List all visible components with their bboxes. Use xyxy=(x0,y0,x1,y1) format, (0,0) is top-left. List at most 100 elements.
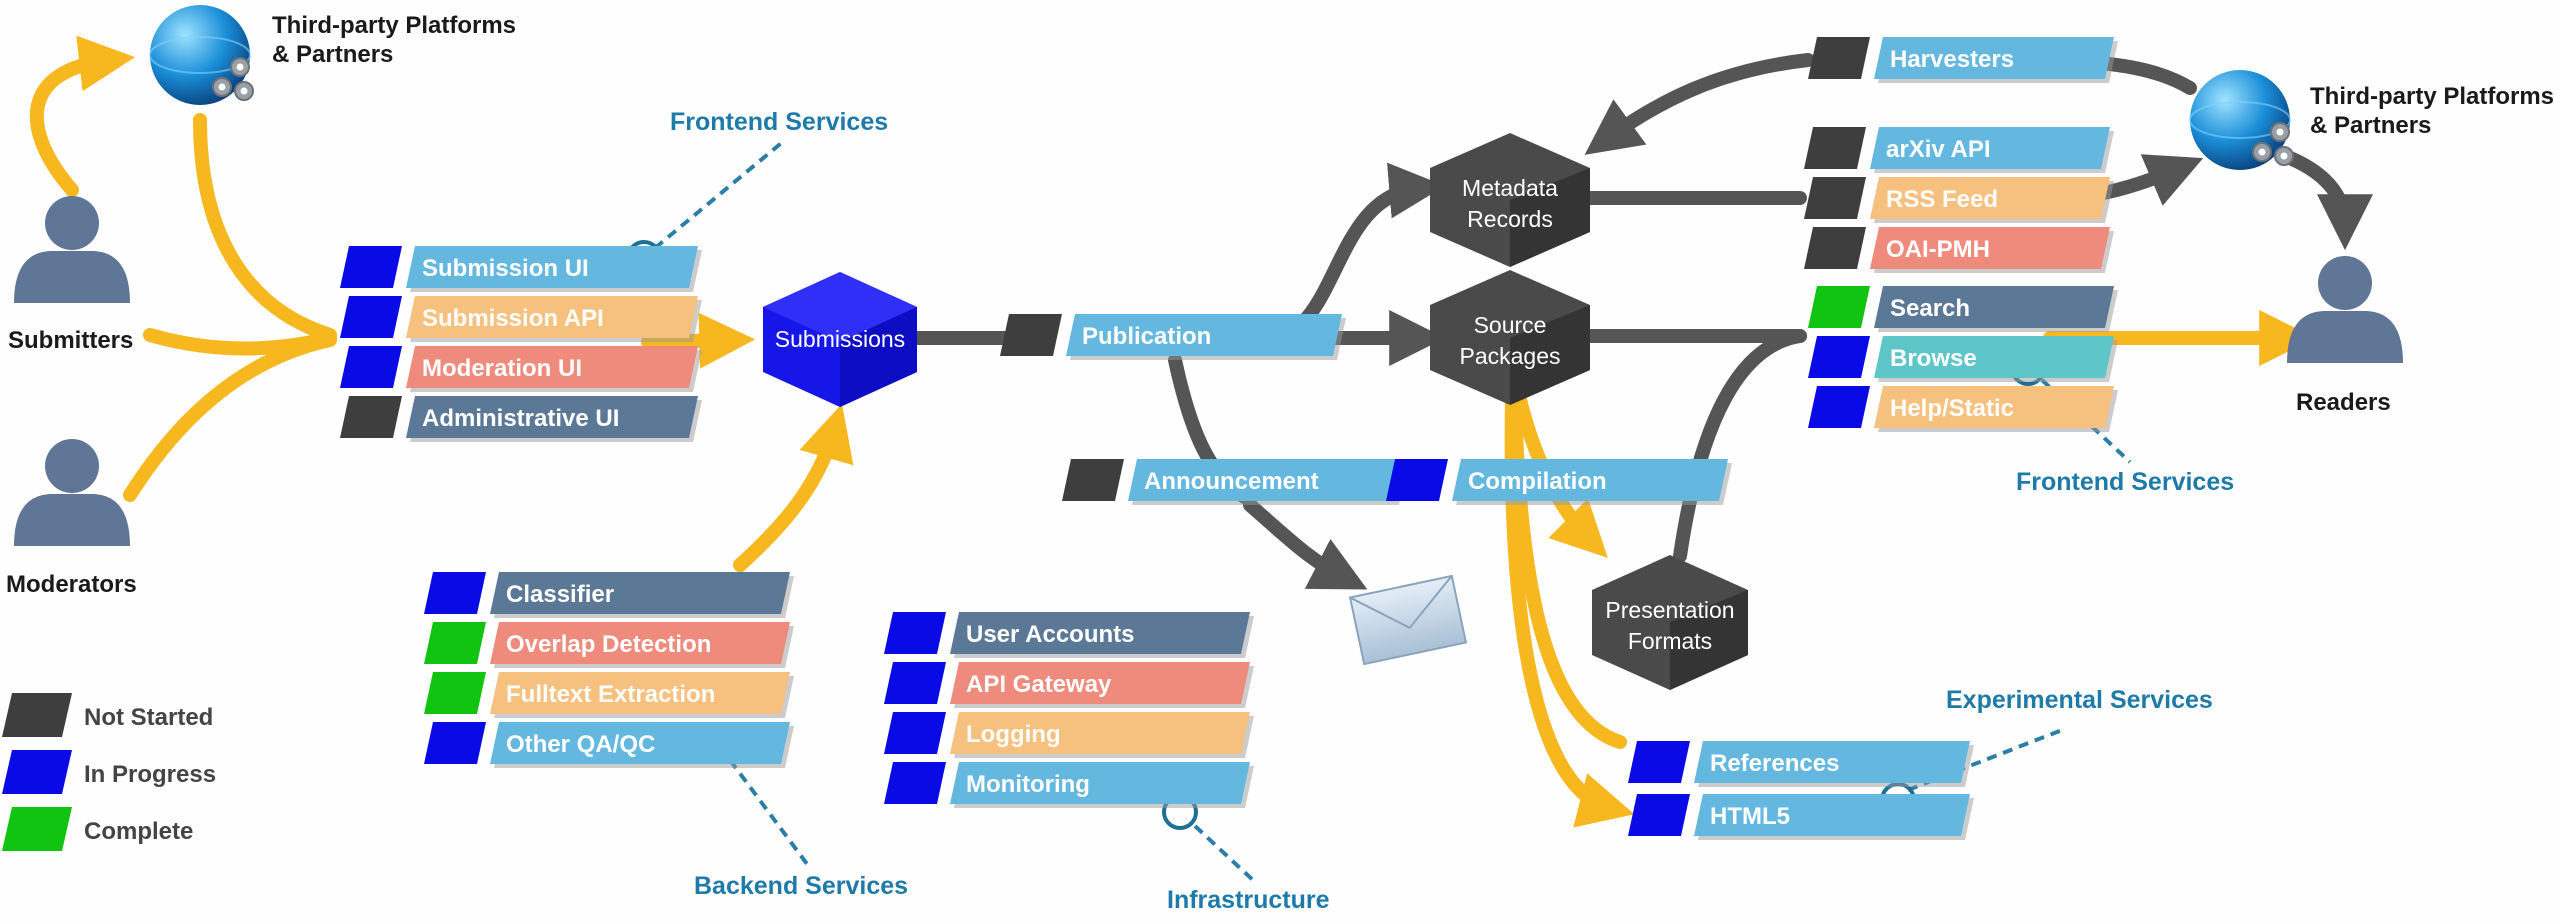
service-label: References xyxy=(1710,750,1839,777)
backend-label: Backend Services xyxy=(694,872,908,900)
service-user-accounts: User Accounts xyxy=(884,612,1254,658)
service-arxiv-api: arXiv API xyxy=(1804,127,2114,173)
service-label: Browse xyxy=(1890,345,1977,372)
service-bar xyxy=(406,346,698,388)
globe-top-icon xyxy=(149,5,254,105)
status-swatch xyxy=(424,672,486,714)
submitter-person-icon xyxy=(14,196,130,303)
service-label: User Accounts xyxy=(966,621,1135,648)
experimental-callout xyxy=(1907,728,2063,792)
infrastructure-label: Infrastructure xyxy=(1167,886,1330,914)
service-rss-feed: RSS Feed xyxy=(1804,177,2114,223)
status-swatch xyxy=(1808,37,1870,79)
third-party-top-line1: Third-party Platforms xyxy=(272,12,516,39)
service-bar xyxy=(950,612,1250,654)
submissions-hub xyxy=(763,272,917,407)
service-bar xyxy=(1128,459,1404,501)
frontend-left-callout xyxy=(653,138,787,250)
service-bar xyxy=(406,246,698,288)
status-swatch xyxy=(1628,794,1690,836)
service-bar xyxy=(490,722,790,764)
service-browse: Browse xyxy=(1808,336,2118,382)
service-label: Fulltext Extraction xyxy=(506,681,715,708)
platforms-to-frontend-arrow xyxy=(193,113,337,342)
presentation-formats-hub xyxy=(1592,555,1748,690)
status-swatch xyxy=(1804,177,1866,219)
service-bar xyxy=(1694,741,1970,783)
announcement-to-email-arrow xyxy=(1243,498,1368,590)
experimental-label: Experimental Services xyxy=(1946,686,2213,714)
status-swatch xyxy=(1386,459,1448,501)
service-label: Announcement xyxy=(1144,468,1319,495)
service-label: Moderation UI xyxy=(422,355,582,382)
service-label: Harvesters xyxy=(1890,46,2014,73)
service-submission-api: Submission API xyxy=(340,296,702,342)
frontend-left-label: Frontend Services xyxy=(670,108,888,136)
harvesters-to-metadata-arrow xyxy=(1584,53,1815,155)
service-bar xyxy=(1870,177,2110,219)
presentation-hub-line2: Formats xyxy=(1628,628,1712,654)
legend xyxy=(2,693,72,851)
service-bar xyxy=(1066,314,1342,356)
submitters-label: Submitters xyxy=(8,327,133,354)
service-admin-ui: Administrative UI xyxy=(340,396,702,442)
service-bar xyxy=(406,396,698,438)
status-swatch xyxy=(340,246,402,288)
source-hub-line2: Packages xyxy=(1459,343,1560,369)
service-compilation: Compilation xyxy=(1386,459,1732,505)
service-bar xyxy=(1870,127,2110,169)
service-label: OAI-PMH xyxy=(1886,236,1990,263)
metadata-hub-line1: Metadata xyxy=(1462,175,1558,201)
legend-complete-label: Complete xyxy=(84,818,193,845)
service-bar xyxy=(950,762,1250,804)
status-swatch xyxy=(424,622,486,664)
reader-person-icon xyxy=(2287,256,2403,363)
service-bar xyxy=(1874,37,2114,79)
status-swatch xyxy=(884,762,946,804)
service-monitoring: Monitoring xyxy=(884,762,1254,808)
status-swatch xyxy=(884,662,946,704)
status-swatch xyxy=(1000,314,1062,356)
service-label: Monitoring xyxy=(966,771,1090,798)
service-label: Submission UI xyxy=(422,255,589,282)
metadata-hub-line2: Records xyxy=(1467,206,1553,232)
third-party-right-line2: & Partners xyxy=(2310,112,2431,139)
globe-right-icon xyxy=(2189,70,2294,170)
service-label: Overlap Detection xyxy=(506,631,711,658)
service-label: Other QA/QC xyxy=(506,731,655,758)
service-label: API Gateway xyxy=(966,671,1112,698)
status-swatch xyxy=(1062,459,1124,501)
status-swatch xyxy=(424,572,486,614)
service-submission-ui: Submission UI xyxy=(340,246,702,292)
status-swatch xyxy=(340,396,402,438)
frontend-right-label: Frontend Services xyxy=(2016,468,2234,496)
moderator-person-icon xyxy=(14,439,130,546)
submitter-to-platforms-arrow xyxy=(29,35,136,197)
service-html5: HTML5 xyxy=(1628,794,1974,840)
service-classifier: Classifier xyxy=(424,572,794,618)
service-bar xyxy=(950,662,1250,704)
service-harvesters: Harvesters xyxy=(1808,37,2118,83)
service-announcement: Announcement xyxy=(1062,459,1408,505)
presentation-hub-line1: Presentation xyxy=(1605,597,1734,623)
service-label: Submission API xyxy=(422,305,604,332)
service-publication: Publication xyxy=(1000,314,1346,360)
service-label: Compilation xyxy=(1468,468,1607,495)
service-label: RSS Feed xyxy=(1886,186,1998,213)
email-envelope-icon xyxy=(1348,574,1468,666)
third-party-right-line1: Third-party Platforms xyxy=(2310,83,2554,110)
legend-not-started-swatch xyxy=(2,693,72,737)
service-bar xyxy=(1452,459,1728,501)
service-help-static: Help/Static xyxy=(1808,386,2118,432)
status-swatch xyxy=(1804,227,1866,269)
service-bar xyxy=(490,572,790,614)
legend-in-progress-swatch xyxy=(2,750,72,794)
service-label: Classifier xyxy=(506,581,614,608)
service-oai-pmh: OAI-PMH xyxy=(1804,227,2114,273)
status-swatch xyxy=(1808,336,1870,378)
service-label: arXiv API xyxy=(1886,136,1991,163)
readers-label: Readers xyxy=(2296,389,2391,416)
status-swatch xyxy=(1628,741,1690,783)
legend-not-started-label: Not Started xyxy=(84,704,213,731)
service-references: References xyxy=(1628,741,1974,787)
